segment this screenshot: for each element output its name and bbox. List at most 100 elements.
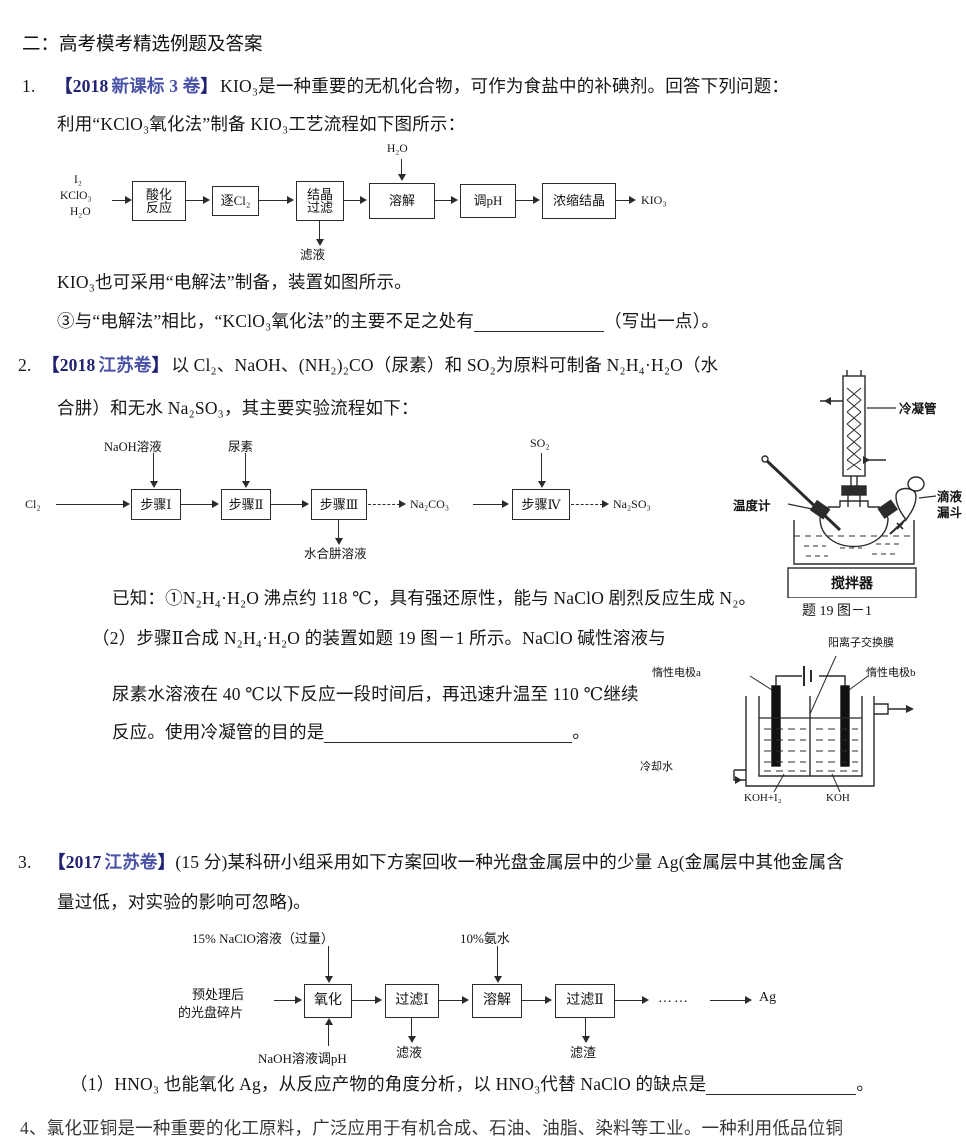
q2-dash-arrowhead-2	[602, 500, 609, 508]
q4-line1: 4、氯化亚铜是一种重要的化工原料，广泛应用于有机合成、石油、油脂、染料等工业。一…	[20, 1118, 844, 1138]
q1-source-close: 】	[200, 76, 219, 96]
q1-source-year: 2018	[72, 76, 109, 96]
leader-electrode-a	[749, 675, 773, 691]
q1-answer-blank[interactable]	[474, 315, 605, 332]
q3-top-arrowhead-0	[325, 976, 333, 983]
q3-out-line-1	[585, 1018, 587, 1038]
q2-top-line-0	[153, 453, 155, 483]
q3-output-0: 滤液	[396, 1045, 423, 1060]
q3-arrowhead-3	[545, 996, 552, 1004]
q2-top-label-1: 尿素	[228, 440, 254, 454]
q1-arrowhead-in	[125, 196, 132, 204]
q3-arrowhead-2	[462, 996, 469, 1004]
q3-flowchart: 预处理后 的光盘碎片 15% NaClO溶液（过量） 氧化 NaOH溶液调pH …	[170, 924, 830, 1066]
q3-answer-blank[interactable]	[706, 1078, 857, 1095]
q2-box-1: 步骤Ⅱ	[221, 489, 271, 520]
electrode-a	[771, 685, 781, 767]
label-coolant: 冷却水	[640, 761, 673, 773]
q1-link-3	[344, 200, 361, 202]
q2-dash-2	[571, 504, 603, 505]
electrolysis-cell-diagram: 阳离子交换膜 惰性电极a 惰性电极b 冷却水 KOH+I₂ KOH	[604, 634, 966, 814]
q1-arrowhead-5	[533, 196, 540, 204]
q1-source-name: 新课标 3 卷	[111, 76, 201, 96]
q3-out-line-0	[411, 1018, 413, 1038]
q1-arrowhead-1	[203, 196, 210, 204]
q1-link-6	[616, 200, 630, 202]
apparatus-caption: 题 19 图－1	[802, 604, 872, 619]
q1-link-5	[516, 200, 534, 202]
q3-box-0: 氧化	[304, 984, 352, 1018]
condenser-outer	[842, 375, 866, 477]
q1-box-0-l1: 酸化	[145, 187, 172, 202]
q2-line5: 尿素水溶液在 40 ℃以下反应一段时间后，再迅速升温至 110 ℃继续	[112, 684, 639, 704]
funnel-stopcock	[896, 522, 904, 530]
q2-top-line-1	[245, 453, 247, 483]
q1-filtrate-label: 滤液	[300, 248, 326, 262]
q3-arrowhead-1	[375, 996, 382, 1004]
label-right-solution: KOH	[826, 792, 850, 804]
q1-line4-post: （写出一点）。	[604, 311, 720, 331]
q3-output-1: 滤渣	[570, 1045, 597, 1060]
leader-koh	[831, 773, 841, 793]
q2-source-year: 2018	[59, 355, 96, 375]
condenser-outlet-arrowhead	[863, 456, 870, 464]
q2-arrowhead-2	[302, 500, 309, 508]
q2-line6-post: 。	[572, 722, 591, 742]
q3-out-arrowhead-1	[582, 1036, 590, 1043]
q2-top-arrowhead-0	[150, 481, 158, 488]
q2-line4: （2）步骤Ⅱ合成 N₂H₄·H₂O 的装置如题 19 图－1 所示。NaClO …	[92, 628, 666, 648]
q2-down-line	[338, 520, 340, 540]
outlet-arrowhead	[906, 705, 914, 713]
q3-top-label-0: 15% NaClO溶液（过量）	[192, 931, 334, 946]
q2-arrowhead-1	[212, 500, 219, 508]
leader-thermometer	[787, 503, 813, 510]
water-hatching	[804, 543, 900, 557]
q2-flowchart: Cl₂ NaOH溶液 步骤Ⅰ 尿素 步骤Ⅱ 步骤Ⅲ 水合肼溶液 Na₂CO₃	[20, 436, 700, 566]
q1-box-5: 浓缩结晶	[542, 183, 616, 219]
q1-line4: ③与“电解法”相比，“KClO₃氧化法”的主要不足之处有（写出一点）。	[57, 311, 719, 332]
q3-number: 3.	[18, 852, 32, 872]
q1-flowchart: I₂ KClO₃ H₂O 酸化 反应 逐Cl₂ 结晶 过滤 滤液	[60, 143, 667, 262]
q1-number: 1.	[22, 76, 36, 96]
q2-box-0: 步骤Ⅰ	[131, 489, 181, 520]
q3-final-output: Ag	[759, 990, 777, 1005]
q1-link-1	[186, 200, 204, 202]
water-bath	[793, 520, 915, 565]
q2-link-2	[271, 504, 303, 506]
q3-bottom-arrowhead-0	[325, 1018, 333, 1025]
q1-arrowhead-2	[287, 196, 294, 204]
q1-arrowhead-4	[451, 196, 458, 204]
q1-top-input-label: H₂O	[387, 143, 408, 155]
q1-final-output: KIO₃	[641, 193, 667, 207]
q1-arrowhead-3	[360, 196, 367, 204]
q3-link-5	[710, 1000, 746, 1002]
q2-line2: 合肼）和无水 Na₂SO₃，其主要实验流程如下：	[57, 398, 419, 418]
ground-joint	[841, 485, 867, 496]
condenser-coil	[846, 387, 862, 471]
q1-line3: KIO₃也可采用“电解法”制备，装置如图所示。	[57, 272, 412, 292]
q2-answer-blank[interactable]	[324, 726, 573, 743]
q3-bottom-line-0	[328, 1024, 330, 1046]
apparatus-svg: 搅拌器	[761, 370, 937, 598]
q3-input-l2: 的光盘碎片	[178, 1005, 244, 1020]
q3-box-1: 过滤Ⅰ	[385, 984, 439, 1018]
q3-out-arrowhead-0	[408, 1036, 416, 1043]
q3-line2: 量过低，对实验的影响可忽略)。	[57, 892, 311, 912]
section-heading: 二：高考模考精选例题及答案	[22, 35, 263, 55]
label-dropping-funnel-2: 漏斗	[937, 506, 963, 520]
cell-leaders	[749, 655, 869, 793]
apparatus-diagram: 搅拌器 冷凝管 温度计 滴液 漏斗 题 19 图－1	[700, 368, 966, 619]
coolant-outlet	[874, 703, 889, 715]
q3-source-close: 】	[157, 852, 176, 872]
q1-box-0: 酸化 反应	[132, 181, 186, 221]
q3-arrowhead-5	[745, 996, 752, 1004]
leader-koh-i2	[773, 773, 785, 793]
stirrer-box	[787, 567, 917, 598]
q1-input-3: H₂O	[70, 206, 91, 218]
q2-number: 2.	[18, 355, 32, 375]
solution-hatching	[764, 728, 858, 772]
q2-line6-pre: 反应。使用冷凝管的目的是	[112, 722, 325, 742]
q3-line3-pre: （1）HNO₃ 也能氧化 Ag，从反应产物的角度分析，以 HNO₃代替 NaCl…	[70, 1074, 707, 1094]
thermometer-rod	[764, 458, 842, 532]
